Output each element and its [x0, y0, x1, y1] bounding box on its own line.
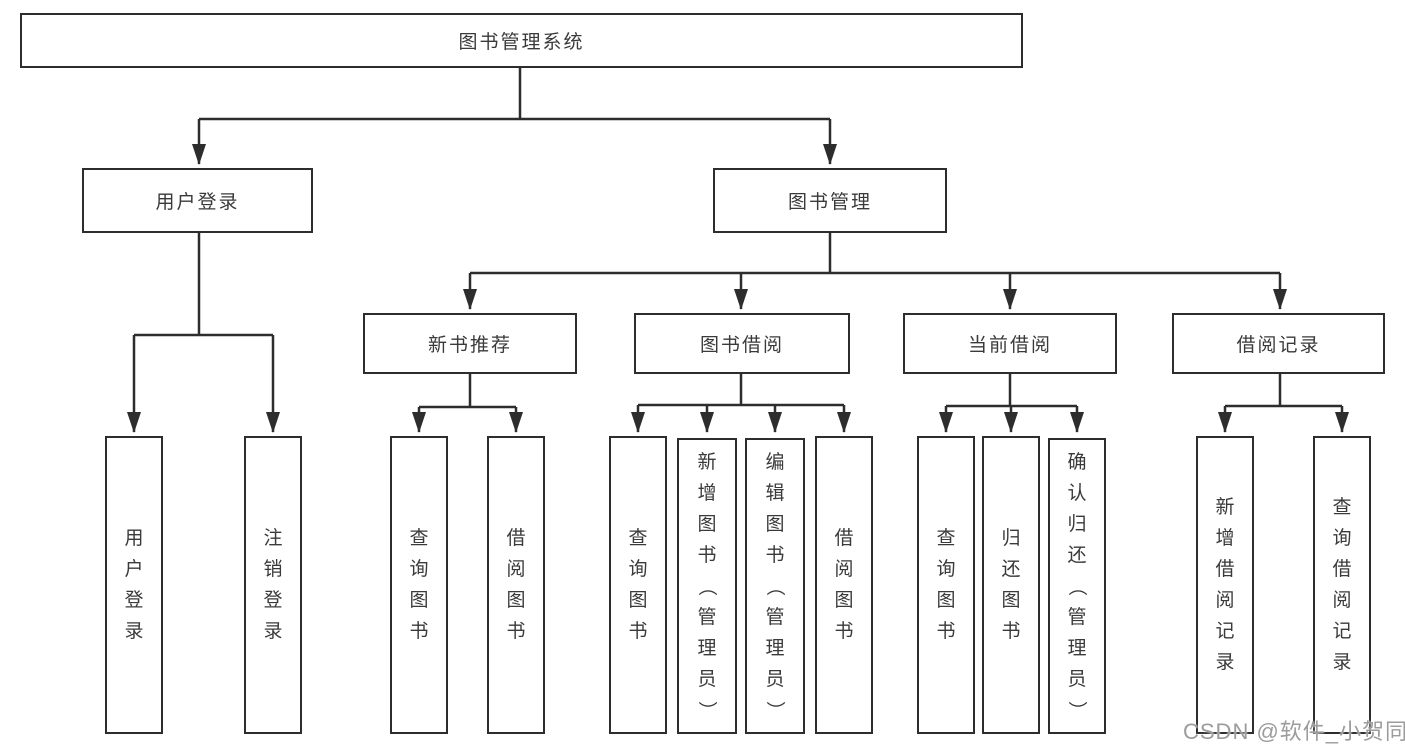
leaf-return-book-label: 归还图书 — [1001, 528, 1021, 642]
leaf-borrow-book-2-label: 借阅图书 — [834, 528, 854, 642]
leaf-user-login-label: 用户登录 — [124, 528, 144, 642]
leaf-edit-book-label: 编辑图书（管理员） — [764, 451, 786, 720]
node-book-mgmt: 图书管理 — [713, 168, 947, 233]
leaf-borrow-book-1-label: 借阅图书 — [506, 528, 526, 642]
node-user-login: 用户登录 — [82, 168, 313, 233]
leaf-query-book-3: 查询图书 — [917, 436, 975, 734]
leaf-query-borrow-record-label: 查询借阅记录 — [1332, 497, 1352, 673]
node-root-label: 图书管理系统 — [458, 32, 585, 53]
node-new-book-rec-label: 新书推荐 — [427, 335, 512, 356]
node-current-borrow-label: 当前借阅 — [967, 335, 1052, 356]
leaf-query-book-2: 查询图书 — [609, 436, 667, 734]
node-borrow-records: 借阅记录 — [1172, 313, 1385, 374]
connector-root-to-level2 — [192, 68, 837, 165]
connector-book-borrow-children — [631, 374, 851, 433]
connector-book-mgmt-children — [463, 232, 1287, 310]
node-book-borrow: 图书借阅 — [634, 313, 850, 374]
node-user-login-label: 用户登录 — [155, 192, 240, 213]
node-current-borrow: 当前借阅 — [903, 313, 1117, 374]
leaf-confirm-return: 确认归还（管理员） — [1048, 438, 1106, 734]
leaf-confirm-return-label: 确认归还（管理员） — [1066, 451, 1088, 720]
leaf-query-book-2-label: 查询图书 — [628, 528, 648, 642]
leaf-add-borrow-record: 新增借阅记录 — [1196, 436, 1254, 734]
node-root: 图书管理系统 — [20, 13, 1023, 68]
leaf-borrow-book-1: 借阅图书 — [487, 436, 545, 734]
leaf-return-book: 归还图书 — [982, 436, 1040, 734]
node-book-mgmt-label: 图书管理 — [787, 192, 872, 213]
leaf-query-book-1: 查询图书 — [390, 436, 448, 734]
leaf-add-borrow-record-label: 新增借阅记录 — [1215, 497, 1235, 673]
leaf-query-borrow-record: 查询借阅记录 — [1313, 436, 1371, 734]
connector-user-login-children — [127, 233, 280, 433]
leaf-user-login: 用户登录 — [105, 436, 163, 734]
leaf-add-book-label: 新增图书（管理员） — [696, 451, 718, 720]
leaf-borrow-book-2: 借阅图书 — [815, 436, 873, 734]
connector-borrow-records-children — [1218, 374, 1349, 433]
leaf-logout-label: 注销登录 — [263, 528, 283, 642]
leaf-query-book-3-label: 查询图书 — [936, 528, 956, 642]
leaf-logout: 注销登录 — [244, 436, 302, 734]
node-book-borrow-label: 图书借阅 — [699, 335, 784, 356]
connector-new-book-rec-children — [412, 374, 523, 433]
leaf-query-book-1-label: 查询图书 — [409, 528, 429, 642]
leaf-add-book: 新增图书（管理员） — [677, 438, 737, 734]
node-borrow-records-label: 借阅记录 — [1236, 335, 1321, 356]
connector-current-borrow-children — [939, 374, 1084, 433]
csdn-watermark: CSDN @软件_小贺同学 — [1183, 719, 1405, 744]
node-new-book-rec: 新书推荐 — [363, 313, 577, 374]
leaf-edit-book: 编辑图书（管理员） — [745, 438, 805, 734]
